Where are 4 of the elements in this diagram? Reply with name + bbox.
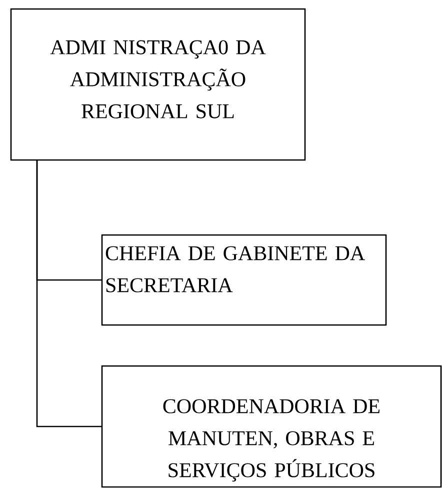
org-box: ADMI NISTRAÇA0 DA ADMINISTRAÇÃO REGIONAL SUL [10, 8, 306, 161]
org-box: COORDENADORIA DE MANUTEN, OBRAS E SERVIÇOS PÚBLICOS [101, 365, 442, 488]
connector-line [36, 160, 102, 428]
org-box: CHEFIA DE GABINETE DA SECRETARIA [101, 234, 387, 326]
